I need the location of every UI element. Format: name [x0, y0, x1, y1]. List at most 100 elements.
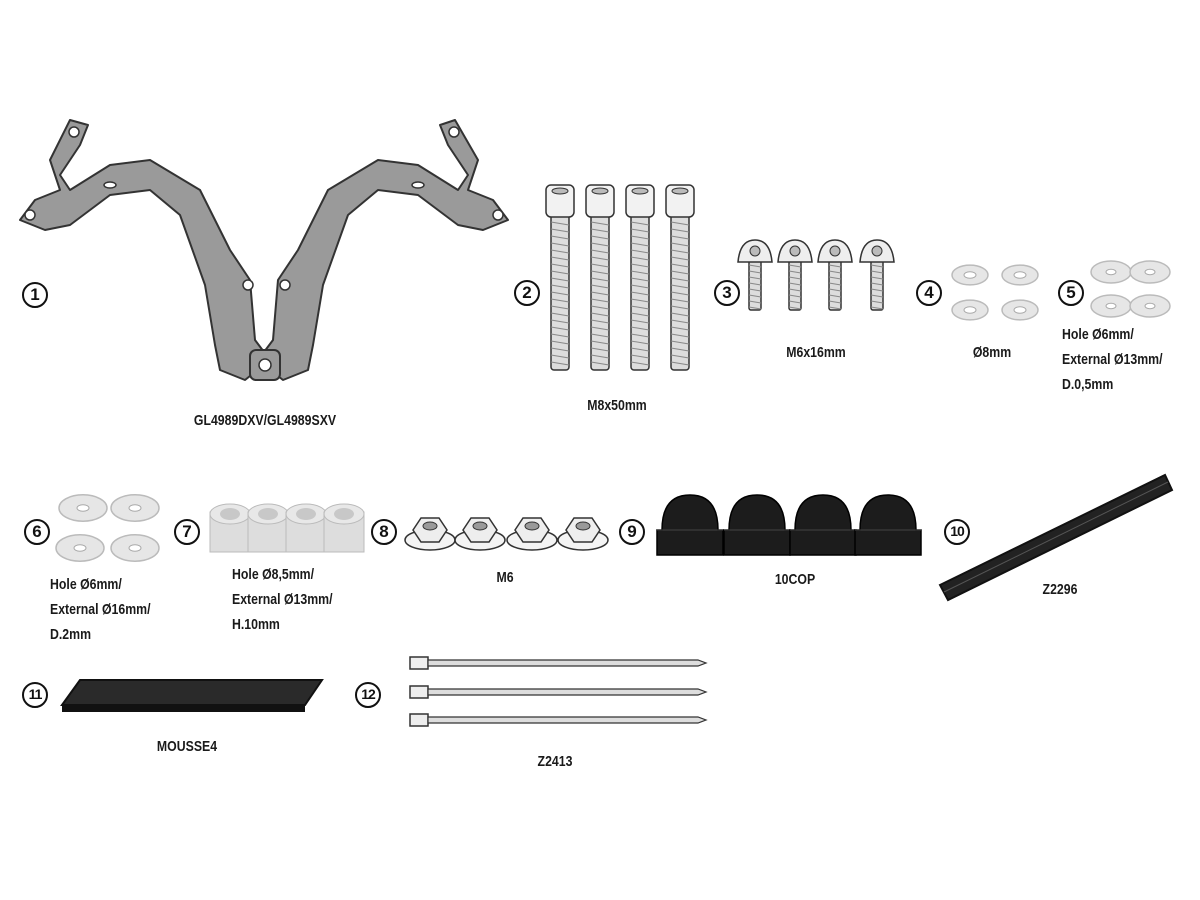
nut-hole: [472, 521, 488, 531]
thread-line: [630, 333, 650, 338]
foam-pad-drawing: [60, 679, 324, 712]
thread-line: [630, 312, 650, 317]
thread-line: [670, 242, 690, 247]
thread-line: [788, 282, 802, 286]
thread-line: [670, 249, 690, 254]
thread-line: [870, 264, 884, 268]
thread-line: [550, 284, 570, 289]
thread-line: [590, 270, 610, 275]
washer-hole: [963, 306, 977, 314]
thread-line: [670, 284, 690, 289]
washer-hole: [128, 504, 142, 512]
thread-line: [828, 300, 842, 304]
thread-line: [670, 347, 690, 352]
thread-line: [550, 270, 570, 275]
washer-hole: [1105, 302, 1117, 310]
part-number: 8: [371, 519, 397, 545]
part-label: Hole Ø8,5mm/ External Ø13mm/ H.10mm: [232, 562, 333, 637]
spacer-hole: [258, 508, 278, 520]
thread-line: [590, 284, 610, 289]
thread-line: [550, 228, 570, 233]
thread-line: [870, 282, 884, 286]
thread-line: [630, 277, 650, 282]
thread-line: [630, 249, 650, 254]
thread-line: [550, 235, 570, 240]
tie-strap: [427, 659, 708, 667]
thread-line: [630, 235, 650, 240]
thread-line: [550, 249, 570, 254]
thread-line: [630, 221, 650, 226]
thread-line: [590, 242, 610, 247]
thread-line: [828, 264, 842, 268]
tie-head: [409, 656, 429, 670]
nut-cap: [789, 494, 857, 556]
nut-hole: [575, 521, 591, 531]
thread-line: [550, 242, 570, 247]
thread-line: [590, 361, 610, 366]
thread-line: [550, 298, 570, 303]
thread-line: [590, 263, 610, 268]
thread-line: [550, 256, 570, 261]
tie-strap: [427, 688, 708, 696]
thread-line: [870, 288, 884, 292]
part-label: Hole Ø6mm/ External Ø16mm/ D.2mm: [50, 572, 151, 647]
thread-line: [670, 361, 690, 366]
thread-line: [670, 291, 690, 296]
spacers-drawing: [209, 503, 365, 553]
thread-line: [590, 340, 610, 345]
thread-line: [670, 235, 690, 240]
thread-line: [670, 277, 690, 282]
nut-cap: [656, 494, 724, 556]
thread-line: [670, 221, 690, 226]
nut-hole: [524, 521, 540, 531]
thread-line: [550, 305, 570, 310]
thread-line: [828, 282, 842, 286]
thread-line: [590, 354, 610, 359]
thread-line: [590, 319, 610, 324]
hex-socket: [671, 187, 689, 195]
label-line: External Ø13mm/: [1062, 351, 1163, 368]
thread-line: [630, 326, 650, 331]
thread-line: [550, 319, 570, 324]
thread-line: [870, 276, 884, 280]
thread-line: [788, 288, 802, 292]
thread-line: [748, 282, 762, 286]
label-line: H.10mm: [232, 616, 280, 633]
thread-line: [670, 298, 690, 303]
part-number: 11: [22, 682, 48, 708]
label-line: Hole Ø6mm/: [50, 576, 122, 593]
thread-line: [748, 276, 762, 280]
thread-line: [590, 235, 610, 240]
label-line: Hole Ø6mm/: [1062, 326, 1134, 343]
thread-line: [590, 326, 610, 331]
thread-line: [670, 312, 690, 317]
part-label: M6x16mm: [786, 344, 846, 361]
thread-line: [788, 276, 802, 280]
thread-line: [630, 270, 650, 275]
thread-line: [630, 305, 650, 310]
tie-strap: [427, 716, 708, 724]
washer-hole: [1144, 302, 1156, 310]
thread-line: [590, 221, 610, 226]
part-number: 10: [944, 519, 970, 545]
thread-line: [550, 361, 570, 366]
thread-line: [670, 319, 690, 324]
caps-drawing: [656, 494, 922, 556]
label-line: External Ø13mm/: [232, 591, 333, 608]
thread-line: [828, 288, 842, 292]
washer-hole: [76, 504, 90, 512]
thread-line: [630, 291, 650, 296]
thread-line: [550, 347, 570, 352]
thread-line: [550, 312, 570, 317]
part-label: Hole Ø6mm/ External Ø13mm/ D.0,5mm: [1062, 322, 1163, 397]
thread-line: [670, 270, 690, 275]
hex-socket: [631, 187, 649, 195]
part-number: 1: [22, 282, 48, 308]
thread-line: [670, 354, 690, 359]
thread-line: [870, 294, 884, 298]
thread-line: [630, 340, 650, 345]
thread-line: [788, 270, 802, 274]
thread-line: [870, 270, 884, 274]
part-label: M8x50mm: [587, 397, 647, 414]
